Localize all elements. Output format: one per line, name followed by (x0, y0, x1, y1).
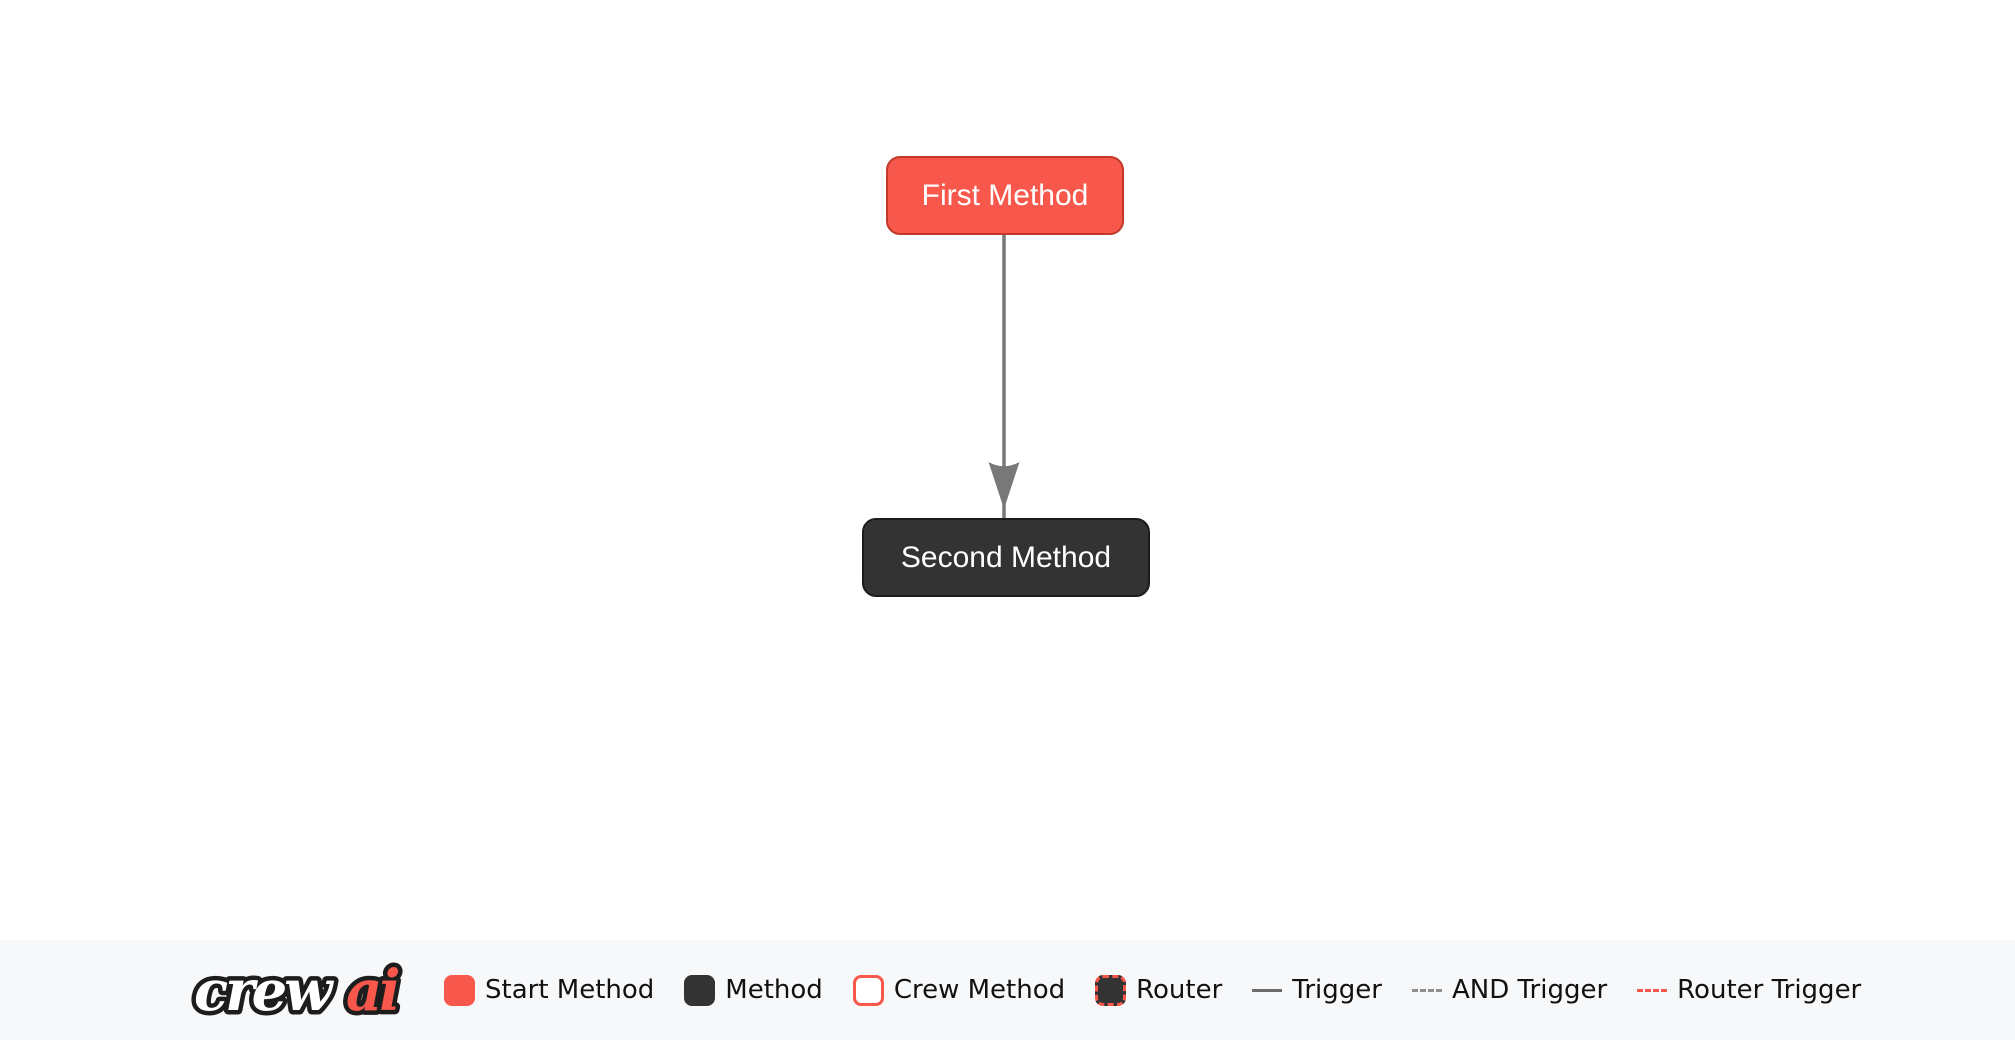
legend-swatch-icon (444, 974, 475, 1006)
node-first-method-label: First Method (921, 178, 1089, 212)
legend-bar: crew ai Start Method Method Crew Method … (0, 940, 2015, 1040)
legend-label: Crew Method (893, 975, 1066, 1005)
legend-label: AND Trigger (1451, 975, 1608, 1005)
legend-label: Trigger (1292, 975, 1382, 1005)
crewai-logo: crew ai (190, 954, 406, 1029)
legend-label: Start Method (485, 975, 655, 1005)
legend-item-method: Method (684, 974, 823, 1006)
arrowhead-icon (988, 462, 1020, 509)
flow-canvas[interactable]: First Method Second Method (0, 0, 2015, 940)
node-second-method-label: Second Method (900, 540, 1112, 574)
logo-text-crew: crew (194, 958, 334, 1024)
legend-swatch-icon (1637, 988, 1668, 992)
legend-item-crew-method: Crew Method (852, 974, 1066, 1006)
legend-swatch-icon (852, 974, 884, 1006)
legend-item-and-trigger: AND Trigger (1411, 975, 1608, 1005)
legend-swatch-icon (1095, 974, 1127, 1006)
legend-swatch-icon (1411, 988, 1442, 992)
node-second-method[interactable]: Second Method (862, 518, 1150, 597)
logo-text-ai: ai (346, 958, 398, 1024)
svg-text:crew ai: crew ai (194, 958, 398, 1024)
legend-item-start-method: Start Method (444, 974, 655, 1006)
trigger-edge (988, 235, 1020, 519)
legend-items: Start Method Method Crew Method Router T… (444, 974, 1861, 1006)
legend-swatch-icon (684, 974, 716, 1006)
legend-item-router: Router (1095, 974, 1223, 1006)
legend-swatch-icon (1252, 988, 1283, 992)
legend-item-trigger: Trigger (1252, 975, 1382, 1005)
node-first-method[interactable]: First Method (886, 156, 1124, 235)
legend-label: Router Trigger (1677, 975, 1862, 1005)
legend-label: Method (725, 975, 823, 1005)
legend-item-router-trigger: Router Trigger (1637, 975, 1861, 1005)
legend-label: Router (1136, 975, 1223, 1005)
